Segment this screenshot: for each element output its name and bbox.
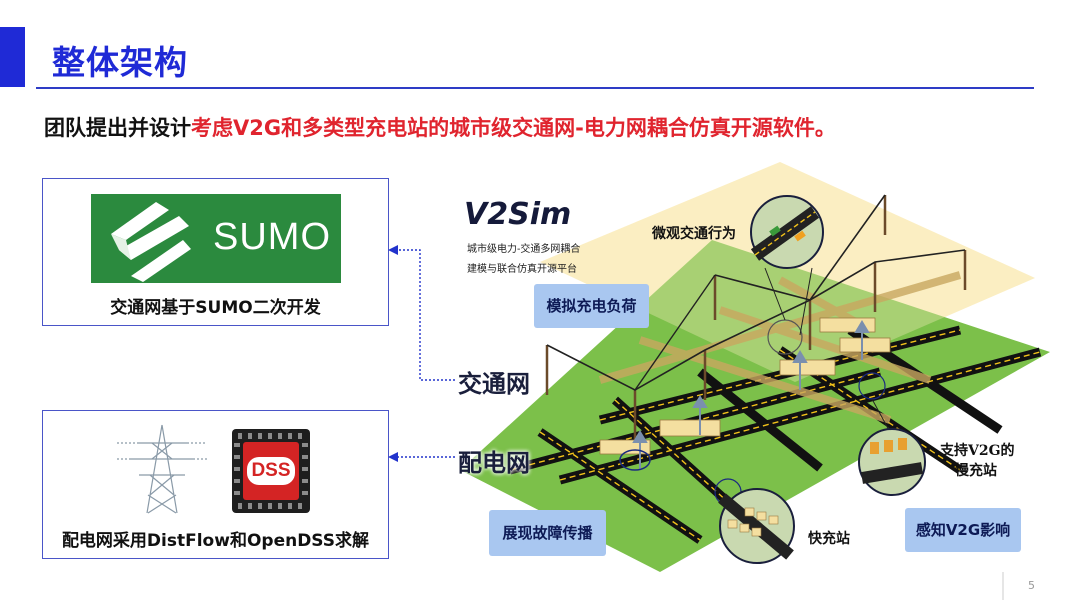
v2sim-title: V2Sim (464, 197, 572, 232)
label-v2g-slow-line1: 支持V2G的 (940, 443, 1015, 459)
slide-subtitle: 团队提出并设计考虑V2G和多类型充电站的城市级交通网-电力网耦合仿真开源软件。 (44, 112, 836, 142)
dss-caption: 配电网采用DistFlow和OpenDSS求解 (61, 531, 370, 551)
dss-card: DSS 配电网采用DistFlow和OpenDSS求解 (42, 410, 389, 559)
zoom-bubble-micro-traffic (750, 195, 824, 269)
coupling-arrows (632, 320, 870, 470)
sumo-caption: 交通网基于SUMO二次开发 (110, 298, 321, 318)
dss-logo: DSS (232, 429, 310, 513)
callout-v2g-impact: 感知V2G影响 (905, 508, 1021, 552)
subtitle-highlight: 考虑V2G和多类型充电站的城市级交通网-电力网耦合仿真开源软件。 (191, 116, 836, 140)
subtitle-prefix: 团队提出并设计 (44, 116, 191, 140)
callout-fault-propagation: 展现故障传播 (489, 510, 606, 556)
slide-title: 整体架构 (52, 43, 188, 82)
sumo-logo-mark-icon (111, 202, 191, 282)
title-divider (36, 87, 1034, 89)
power-poles (545, 195, 967, 440)
callout-charging-load: 模拟充电负荷 (534, 284, 649, 328)
label-fast-station: 快充站 (808, 531, 850, 547)
v2sim-subtitle-line2: 建模与联合仿真开源平台 (467, 264, 577, 275)
power-tower-icon (117, 424, 207, 514)
zoom-bubble-v2g-slow-station (858, 428, 926, 496)
label-v2g-slow-line2: 慢充站 (955, 463, 997, 479)
power-lines (546, 249, 966, 391)
page-number: 5 (1028, 579, 1035, 592)
power-layer-label: 配电网 (458, 448, 530, 477)
sumo-logo: SUMO (91, 194, 341, 283)
dss-chip-icon (232, 429, 310, 513)
zoom-bubble-fast-station (718, 488, 795, 564)
title-accent-bar (0, 27, 25, 87)
dss-logo-text: DSS (251, 460, 291, 481)
sumo-card: SUMO 交通网基于SUMO二次开发 (42, 178, 389, 326)
traffic-layer-label: 交通网 (458, 369, 530, 398)
traffic-to-sumo-connector (395, 249, 455, 381)
label-micro-traffic: 微观交通行为 (652, 226, 736, 242)
sumo-logo-text: SUMO (213, 216, 331, 258)
v2sim-subtitle-line1: 城市级电力-交通多网耦合 (467, 244, 581, 255)
